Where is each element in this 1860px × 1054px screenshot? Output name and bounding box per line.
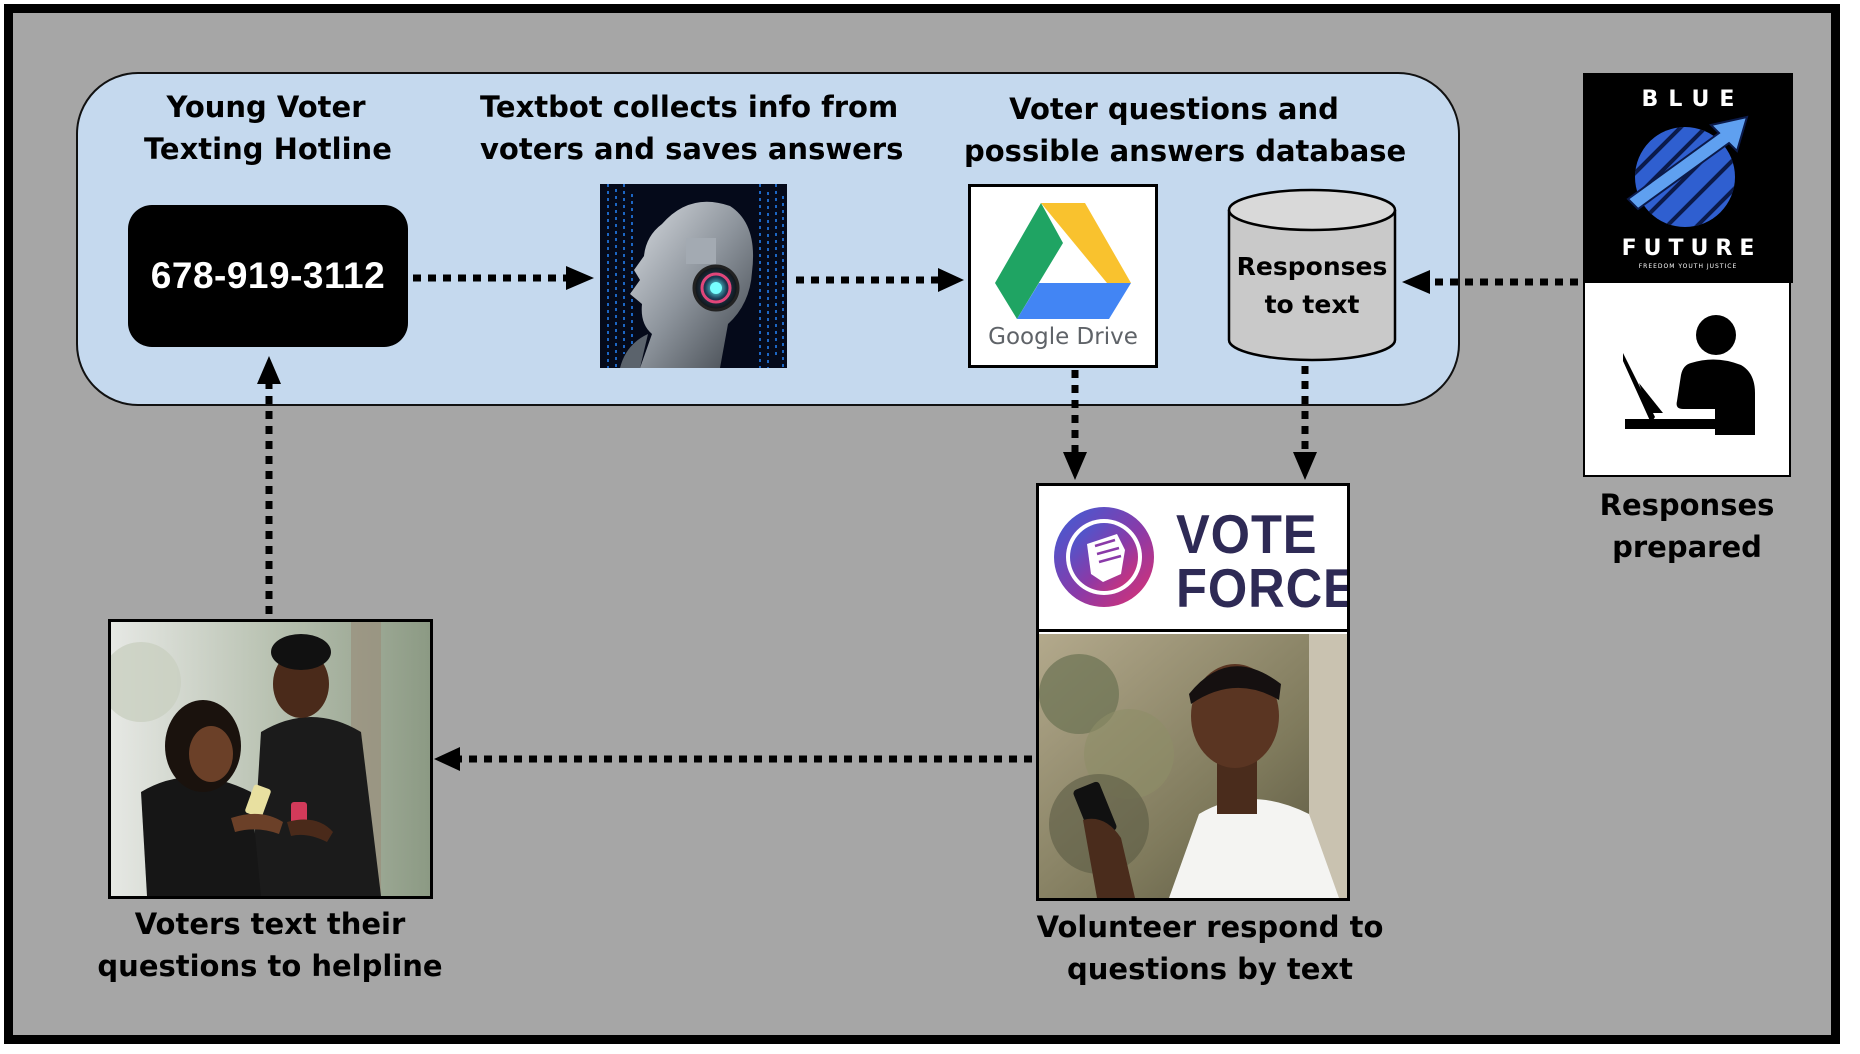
vote-force-caption: Volunteer respond to questions by text [1010, 906, 1410, 990]
blue-future-caption-line2: prepared [1612, 530, 1762, 564]
hotline-title-line2: Texting Hotline [144, 132, 392, 166]
database-cylinder-icon [1227, 188, 1397, 362]
vote-force-caption-line2: questions by text [1067, 952, 1353, 986]
database-title-line1: Voter questions and [1009, 92, 1339, 126]
robot-textbot-image [600, 184, 787, 368]
person-laptop-box [1583, 283, 1791, 477]
google-drive-label: Google Drive [988, 324, 1138, 350]
phone-number: 678-919-3112 [150, 255, 386, 296]
voters-caption-line1: Voters text their [134, 907, 406, 941]
textbot-title: Textbot collects info from voters and sa… [480, 86, 904, 170]
vote-force-caption-line1: Volunteer respond to [1036, 910, 1384, 944]
textbot-title-line1: Textbot collects info from [480, 90, 899, 124]
vote-force-divider [1039, 629, 1347, 632]
vote-force-box: VOTE FORCE [1036, 483, 1350, 901]
blue-future-caption: Responses prepared [1580, 484, 1794, 568]
blue-future-caption-line1: Responses [1599, 488, 1775, 522]
volunteer-photo [1039, 634, 1347, 898]
hotline-title: Young Voter Texting Hotline [144, 86, 392, 170]
blue-future-logo: BLUE FUTURE FREEDOM YOUTH JUSTICE [1583, 73, 1793, 283]
vote-force-fist-icon [1054, 507, 1154, 607]
database-title-line2: possible answers database [964, 134, 1407, 168]
database-label: Responses to text [1227, 248, 1397, 324]
voters-texting-image [111, 622, 430, 896]
blue-future-logo-bottom: FUTURE [1621, 236, 1762, 261]
phone-number-box: 678-919-3112 [128, 205, 408, 347]
voters-photo [108, 619, 433, 899]
hotline-title-line1: Young Voter [166, 90, 366, 124]
voters-caption: Voters text their questions to helpline [90, 903, 450, 987]
person-at-laptop-icon [1623, 315, 1755, 435]
vote-force-logo-line1: VOTE [1176, 503, 1318, 565]
textbot-title-line2: voters and saves answers [480, 132, 904, 166]
database-label-line1: Responses [1236, 252, 1388, 281]
blue-future-globe-icon [1626, 115, 1749, 227]
database-label-line2: to text [1264, 290, 1360, 319]
vote-force-logo-line2: FORCE [1176, 557, 1350, 619]
voters-caption-line2: questions to helpline [97, 949, 443, 983]
blue-future-logo-top: BLUE [1641, 87, 1745, 112]
google-drive-logo-box: Google Drive [968, 184, 1158, 368]
google-drive-icon [995, 203, 1131, 319]
blue-future-tagline: FREEDOM YOUTH JUSTICE [1638, 263, 1738, 270]
database-title: Voter questions and possible answers dat… [964, 88, 1407, 172]
